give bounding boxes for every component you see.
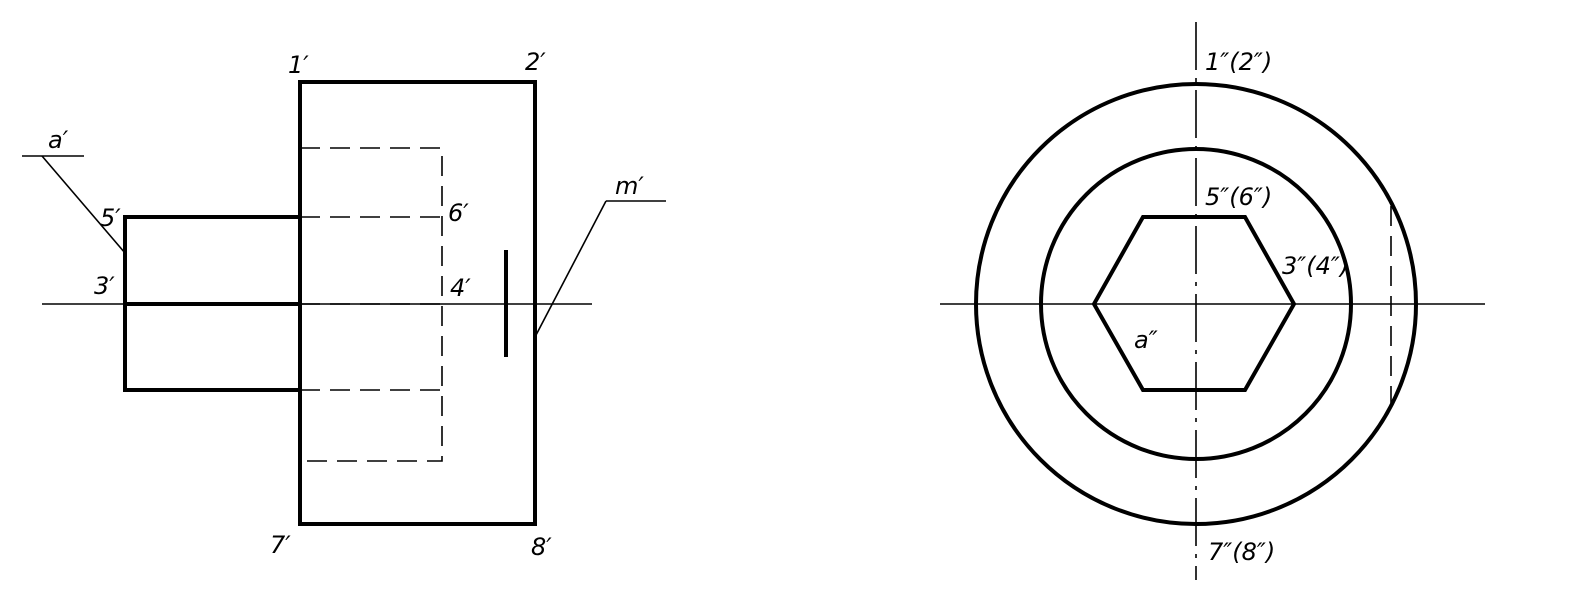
label-1-2-double-prime: 1″(2″) xyxy=(1205,48,1272,76)
label-5-6-double-prime: 5″(6″) xyxy=(1205,183,1272,211)
inner-circle xyxy=(1039,147,1353,461)
label-8-prime: 8′ xyxy=(531,533,552,561)
label-3-4-double-prime: 3″(4″) xyxy=(1282,252,1349,280)
label-2-prime: 2′ xyxy=(525,48,546,76)
label-1-prime: 1′ xyxy=(288,51,309,79)
label-6-prime: 6′ xyxy=(448,199,469,227)
label-7-8-double-prime: 7″(8″) xyxy=(1208,538,1275,566)
leader-a-front-diag xyxy=(41,155,126,254)
label-5-prime: 5′ xyxy=(100,204,121,232)
label-4-prime: 4′ xyxy=(450,274,471,302)
leader-m-front-diag xyxy=(534,200,607,338)
hexagon xyxy=(1091,215,1297,392)
front-view: 1′ 2′ a′ m′ 5′ 6′ 3′ 4′ 7′ 8′ xyxy=(22,48,666,561)
side-view: 1″(2″) 5″(6″) 3″(4″) a″ 7″(8″) xyxy=(940,22,1485,580)
label-m-prime: m′ xyxy=(615,172,644,200)
label-3-prime: 3′ xyxy=(94,272,115,300)
label-7-prime: 7′ xyxy=(270,531,291,559)
label-a-double-prime: a″ xyxy=(1134,326,1158,354)
label-a-prime: a′ xyxy=(48,126,69,154)
outer-circle xyxy=(974,82,1418,526)
